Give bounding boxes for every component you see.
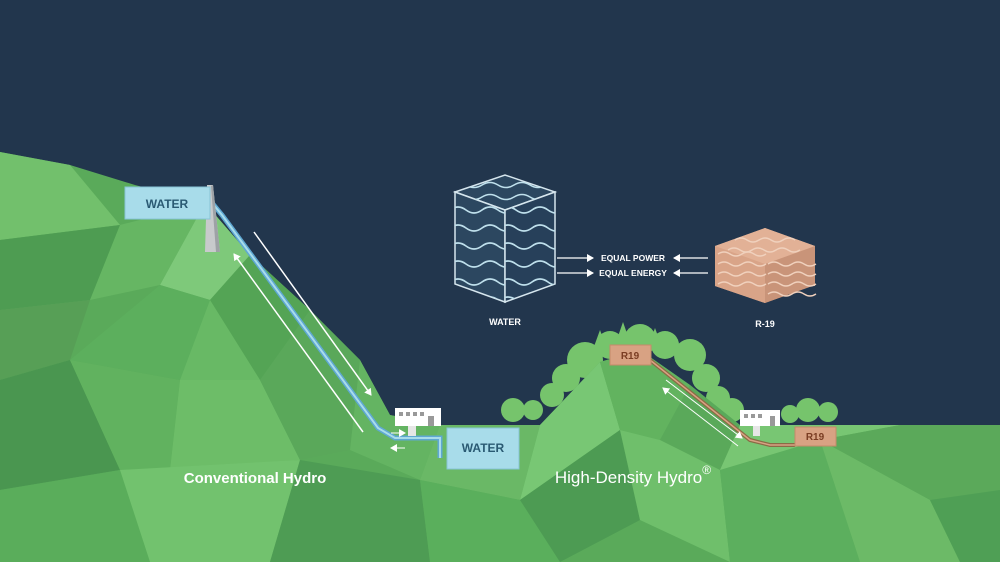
water-cube: WATER (452, 174, 558, 327)
flow-down-arrow (253, 231, 372, 396)
upper-water-reservoir (124, 186, 211, 220)
upper-water-label: WATER (146, 197, 189, 211)
lower-r19-label: R19 (806, 432, 825, 443)
lower-water-reservoir (446, 427, 520, 470)
r19-power-station (740, 410, 780, 436)
equal-power-label: EQUAL POWER (601, 253, 665, 263)
terrain (0, 152, 1000, 562)
r19-cube: R-19 (715, 228, 817, 329)
high-density-hydro-system: R19 R19 High-Density Hydro® (555, 344, 837, 487)
high-density-hydro-title: High-Density Hydro® (555, 463, 711, 487)
lower-r19-reservoir (794, 426, 837, 447)
equal-energy-label: EQUAL ENERGY (599, 268, 667, 278)
trademark-symbol: ® (702, 463, 711, 477)
r19-flow-up-arrow (662, 387, 739, 447)
r19-cube-label: R-19 (755, 319, 775, 329)
lower-water-label: WATER (462, 441, 505, 455)
r19-flow-down-arrow (665, 379, 743, 439)
conventional-hydro-system: WATER WATER Conventional Hydro (124, 185, 520, 487)
water-cube-label: WATER (489, 317, 521, 327)
equivalence-arrows: EQUAL POWER EQUAL ENERGY (557, 253, 708, 278)
power-station (395, 408, 441, 436)
upper-r19-label: R19 (621, 351, 640, 362)
conventional-hydro-title: Conventional Hydro (184, 470, 327, 487)
flow-up-arrow (233, 253, 364, 433)
upper-r19-reservoir (609, 344, 652, 366)
